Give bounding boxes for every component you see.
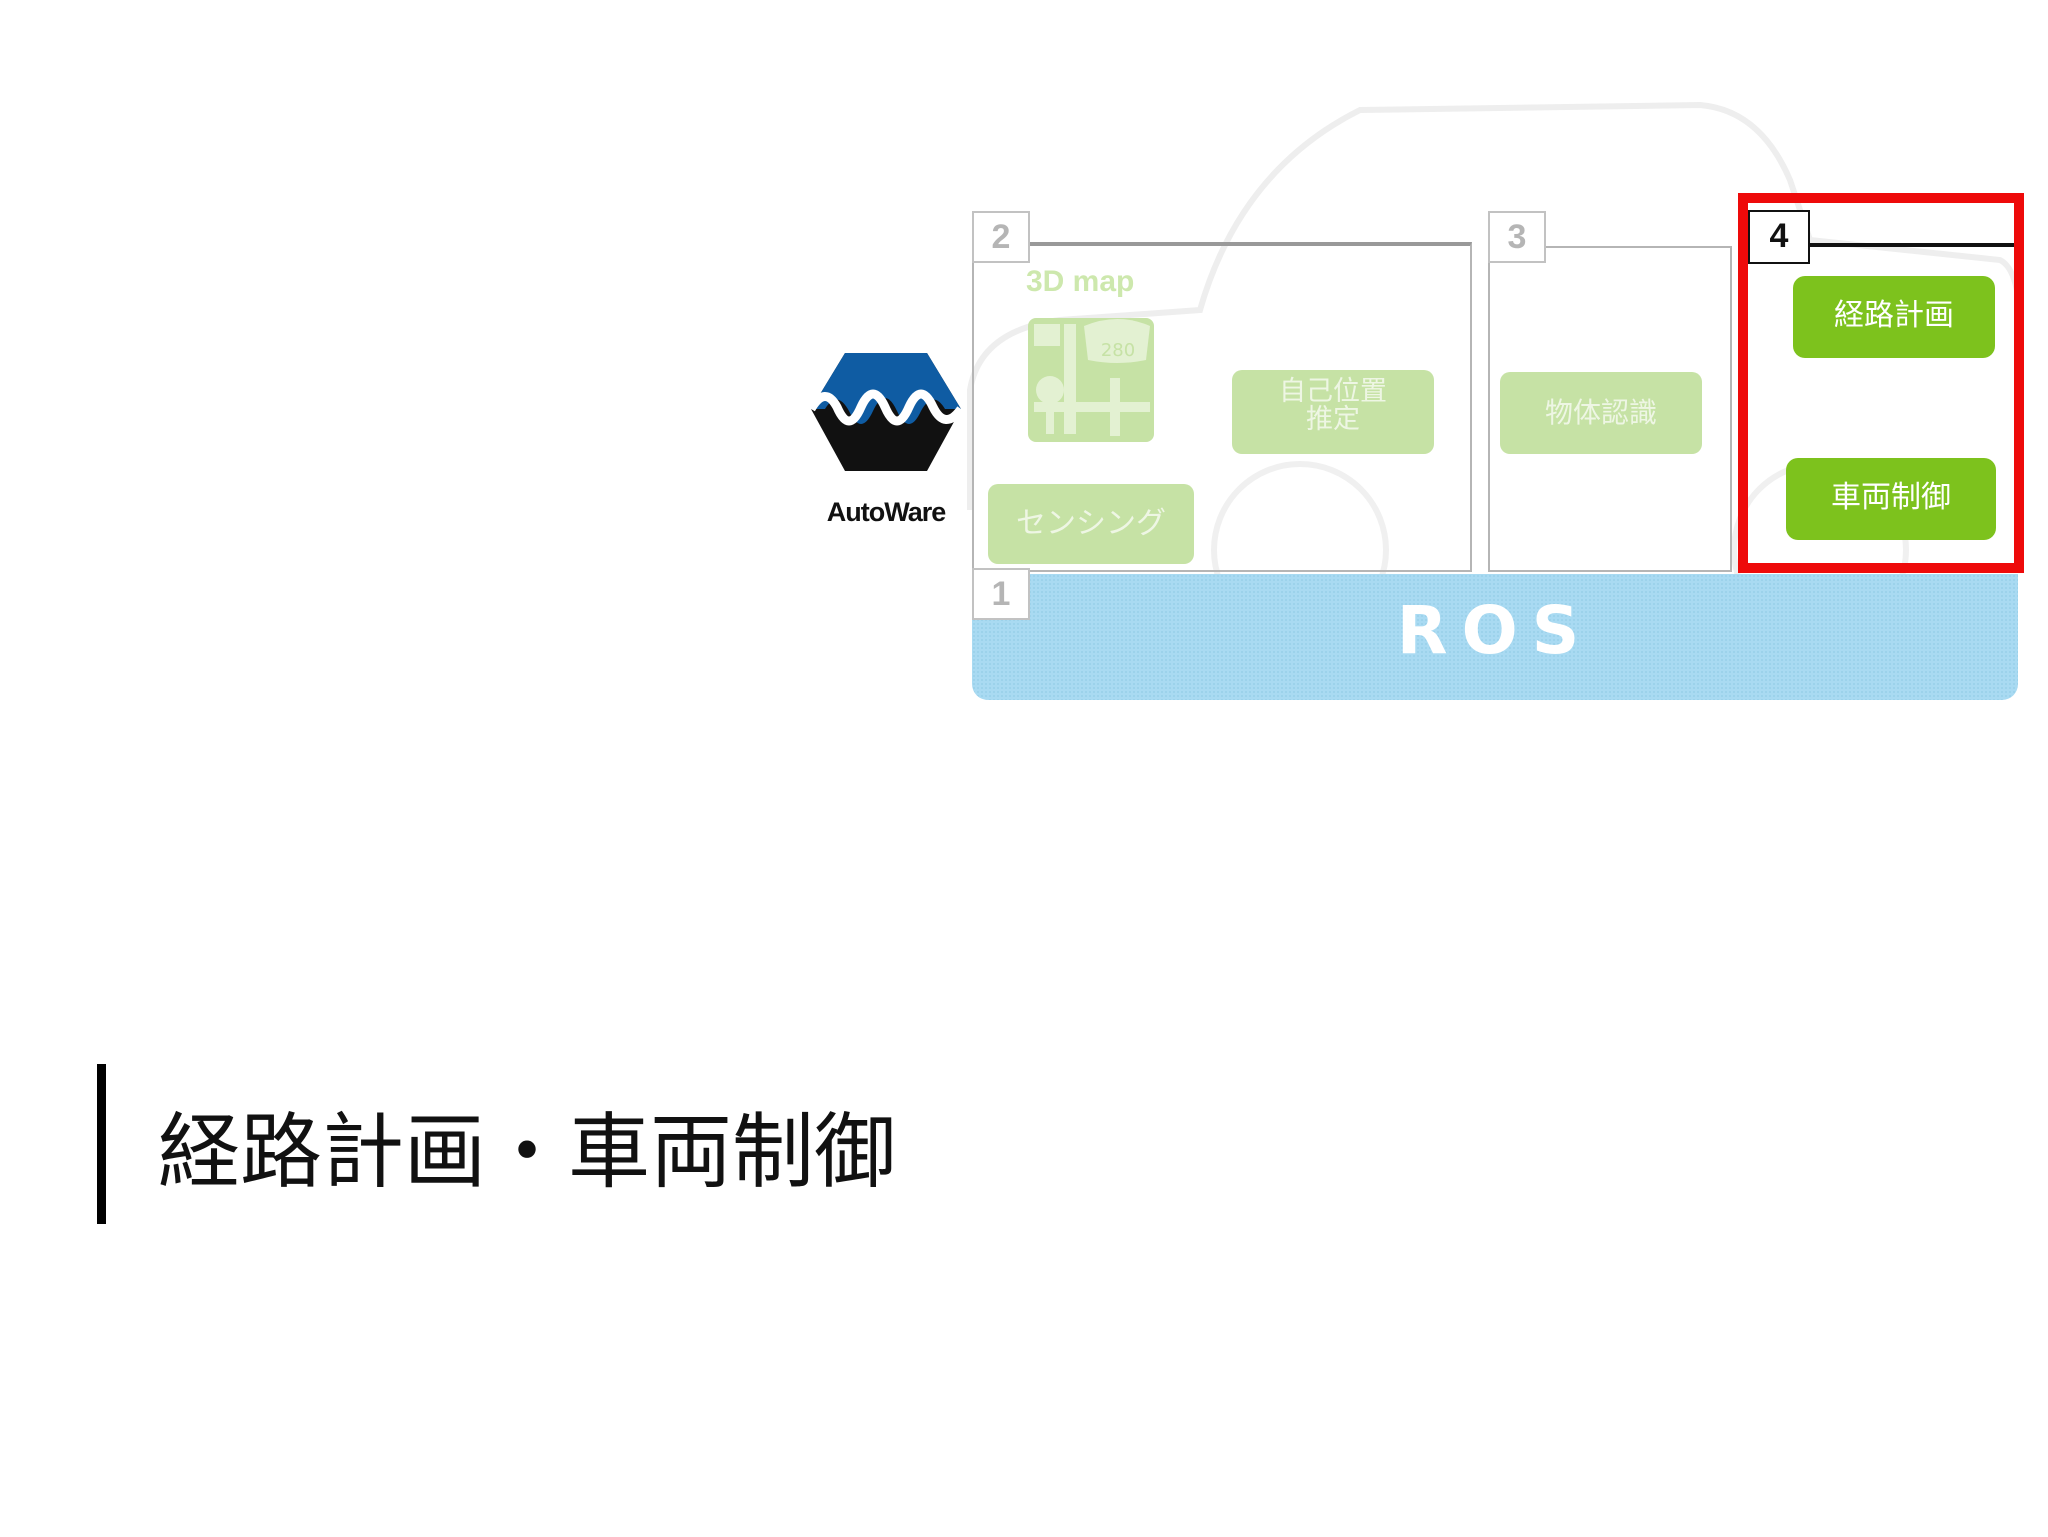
- map-label: 3D map: [1026, 265, 1135, 298]
- layer-4-highlight-frame: [1738, 193, 2024, 573]
- vehicle-control-module: 車両制御: [1786, 458, 1996, 540]
- layer-4-top-line: [1810, 243, 2018, 247]
- ros-layer-bar: ROS: [972, 574, 2018, 700]
- autoware-logo: AutoWare: [805, 345, 967, 530]
- map-icon: 280: [1028, 318, 1154, 442]
- layer-4-number: 4: [1748, 210, 1810, 264]
- path-planning-module: 経路計画: [1793, 276, 1995, 358]
- autoware-hexagon-icon: [807, 353, 965, 471]
- map-icon-number: 280: [1101, 340, 1135, 361]
- logo-text: AutoWare: [826, 497, 947, 527]
- layer-3-number: 3: [1488, 211, 1546, 263]
- layer-1-number: 1: [972, 568, 1030, 620]
- localization-module: 自己位置 推定: [1232, 370, 1434, 454]
- layer-2-number: 2: [972, 211, 1030, 263]
- object-detection-module: 物体認識: [1500, 372, 1702, 454]
- title-accent-bar: [97, 1064, 106, 1224]
- layer-2-box: [972, 242, 1472, 572]
- slide-title: 経路計画・車両制御: [158, 1105, 897, 1200]
- sensing-module: センシング: [988, 484, 1194, 564]
- localization-label-line1: 自己位置: [1279, 376, 1387, 407]
- ros-label: ROS: [1396, 592, 1594, 669]
- localization-label-line2: 推定: [1306, 404, 1360, 435]
- layer-3-box: [1488, 246, 1732, 572]
